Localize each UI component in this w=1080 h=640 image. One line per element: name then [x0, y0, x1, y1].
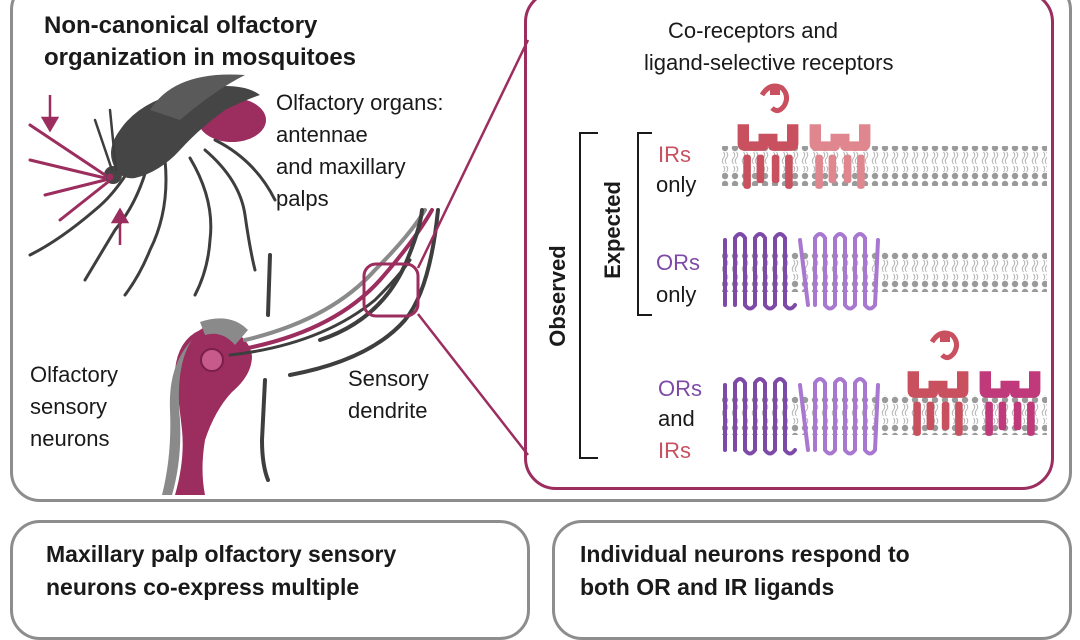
- diagram-graphics: [28, 39, 1047, 495]
- bottom-right-title-line2: both OR and IR ligands: [580, 574, 835, 600]
- row-both-line3: IRs: [658, 438, 691, 463]
- row-both-line1: ORs: [658, 376, 702, 401]
- row-irs-line1: IRs: [658, 142, 691, 167]
- dendrite-label-2: dendrite: [348, 398, 428, 423]
- osn-label-1: Olfactory: [30, 362, 119, 387]
- organs-label-2: antennae: [276, 122, 368, 147]
- bottom-left-title-line2: neurons co-express multiple: [46, 574, 360, 600]
- inset-title-line2: ligand-selective receptors: [644, 50, 894, 75]
- mosquito-illustration: [28, 74, 277, 297]
- membrane-ors-and-irs: [722, 395, 1047, 435]
- or-receptors-row3: [723, 377, 880, 456]
- row-ors-line1: ORs: [656, 250, 700, 275]
- organs-label-4: palps: [276, 186, 329, 211]
- osn-label-2: sensory: [30, 394, 108, 419]
- expected-label: Expected: [600, 181, 625, 279]
- dendrite-label-1: Sensory: [348, 366, 429, 391]
- organs-label-3: and maxillary: [276, 154, 406, 179]
- inset-title-line1: Co-receptors and: [668, 18, 838, 43]
- bottom-right-title-line1: Individual neurons respond to: [580, 541, 910, 567]
- membrane-irs-only: [722, 146, 1047, 186]
- ir-receptors-row1: [737, 83, 871, 189]
- row-both-line2: and: [658, 406, 695, 431]
- organs-label-1: Olfactory organs:: [276, 90, 444, 115]
- membrane-ors-only: [722, 252, 1047, 292]
- neuron-illustration: [162, 39, 530, 495]
- observed-bracket: [579, 132, 598, 459]
- row-irs-line2: only: [656, 172, 697, 197]
- osn-label-3: neurons: [30, 426, 110, 451]
- ir-receptors-row3: [907, 330, 1041, 436]
- top-title-line1: Non-canonical olfactory: [44, 12, 318, 39]
- or-receptors-row2: [723, 232, 880, 311]
- expected-bracket: [637, 132, 652, 316]
- bottom-left-title-line1: Maxillary palp olfactory sensory: [46, 541, 397, 567]
- observed-label: Observed: [545, 245, 570, 347]
- top-title-line2: organization in mosquitoes: [44, 44, 357, 71]
- row-ors-line2: only: [656, 282, 697, 307]
